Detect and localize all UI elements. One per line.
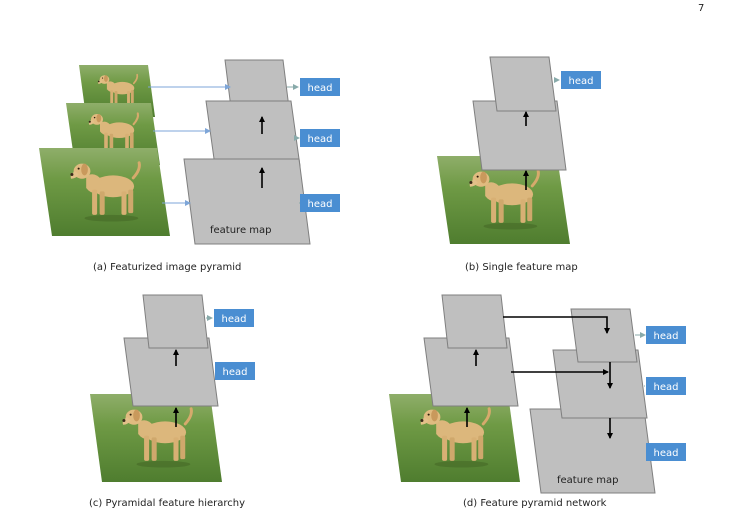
head-box-b: head [561, 71, 601, 89]
caption-d: (d) Feature pyramid network [463, 498, 607, 509]
page-number: 7 [698, 3, 705, 14]
image-b [437, 156, 570, 244]
head-label: head [654, 382, 679, 393]
head-box-c-1: head [214, 309, 254, 327]
head-label: head [569, 76, 594, 87]
image-a-large [39, 148, 170, 236]
image-d [389, 394, 520, 482]
feature-map-a-middle [205, 100, 301, 167]
head-label: head [308, 83, 333, 94]
panel-b: head [437, 56, 601, 244]
caption-b: (b) Single feature map [465, 262, 578, 273]
feature-map-label-a: feature map [210, 225, 272, 236]
head-label: head [654, 331, 679, 342]
head-label: head [308, 134, 333, 145]
caption-a: (a) Featurized image pyramid [93, 262, 242, 273]
feature-map-c-top [142, 294, 209, 349]
feature-map-label-d: feature map [557, 475, 619, 486]
feature-map-d-left-top [441, 294, 508, 349]
head-box-c-2: head [215, 362, 255, 380]
head-label: head [222, 314, 247, 325]
feature-map-b-top [489, 56, 557, 112]
caption-c: (c) Pyramidal feature hierarchy [89, 498, 246, 509]
panel-c: head head [90, 294, 255, 482]
head-label: head [654, 448, 679, 459]
feature-map-d-right-top [570, 308, 638, 363]
panel-d: feature map head head head [389, 294, 686, 494]
feature-map-a-bottom [183, 158, 311, 245]
head-box-d-2: head [646, 377, 686, 395]
head-box-a-1: head [300, 78, 340, 96]
image-c [90, 394, 222, 482]
panel-a: feature map head head head [39, 59, 340, 245]
head-box-d-1: head [646, 326, 686, 344]
head-box-d-3: head [646, 443, 686, 461]
head-label: head [308, 199, 333, 210]
head-label: head [223, 367, 248, 378]
head-box-a-3: head [300, 194, 340, 212]
head-box-a-2: head [300, 129, 340, 147]
lateral-arrow-d-1 [503, 316, 610, 334]
